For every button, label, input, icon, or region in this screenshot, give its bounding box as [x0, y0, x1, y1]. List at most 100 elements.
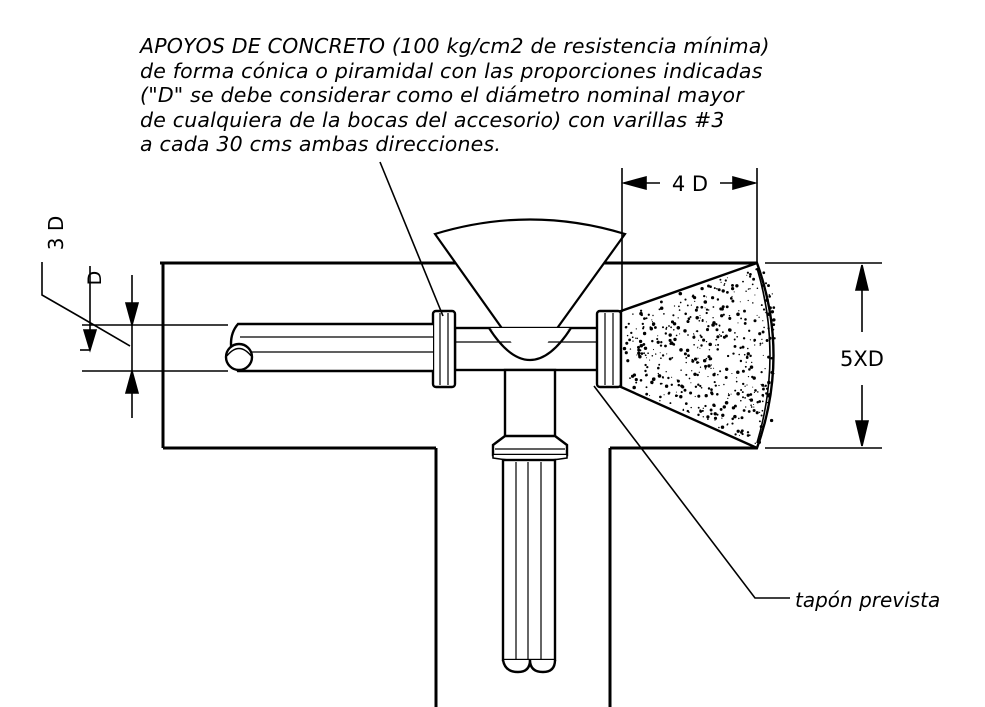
concrete-stipple-dot [707, 364, 711, 368]
concrete-stipple-dot [716, 287, 718, 290]
concrete-stipple-dot [760, 414, 763, 417]
concrete-stipple-dot [646, 374, 649, 376]
concrete-stipple-dot [761, 383, 765, 387]
concrete-stipple-dot [756, 287, 759, 289]
concrete-stipple-dot [744, 318, 747, 321]
concrete-stipple-dot [712, 403, 716, 407]
concrete-stipple-dot [736, 370, 740, 374]
concrete-stipple-dot [705, 311, 708, 315]
concrete-stipple-dot [749, 398, 754, 402]
concrete-stipple-dot [764, 367, 766, 370]
concrete-stipple-dot [692, 295, 697, 300]
callout-label: tapón prevista [795, 588, 940, 612]
concrete-stipple-dot [767, 284, 770, 288]
concrete-stipple-dot [727, 394, 730, 397]
concrete-stipple-dot [726, 424, 728, 426]
concrete-stipple-dot [731, 422, 734, 425]
concrete-stipple-dot [746, 271, 750, 274]
concrete-stipple-dot [699, 317, 701, 319]
concrete-stipple-dot [746, 384, 748, 386]
concrete-stipple-dot [659, 306, 664, 310]
concrete-stipple-dot [660, 357, 662, 360]
concrete-stipple-dot [693, 372, 697, 377]
concrete-stipple-dot [770, 356, 773, 360]
concrete-stipple-dot [718, 384, 720, 387]
concrete-stipple-dot [761, 284, 764, 287]
concrete-stipple-dot [764, 384, 767, 387]
concrete-stipple-dot [707, 418, 709, 421]
concrete-stipple-dot [651, 377, 656, 381]
concrete-stipple-dot [764, 282, 768, 285]
concrete-stipple-dot [749, 393, 753, 396]
concrete-stipple-dot [773, 372, 775, 375]
concrete-stipple-dot [651, 339, 654, 343]
concrete-stipple-dot [731, 372, 733, 375]
concrete-stipple-dot [727, 393, 730, 395]
concrete-stipple-dot [773, 337, 776, 340]
concrete-stipple-dot [685, 348, 690, 353]
concrete-stipple-dot [659, 400, 661, 402]
concrete-stipple-dot [659, 300, 663, 304]
concrete-stipple-dot [713, 367, 715, 369]
concrete-stipple-dot [677, 317, 679, 319]
concrete-stipple-dot [765, 298, 769, 303]
concrete-stipple-dot [752, 386, 754, 388]
concrete-stipple-dot [691, 370, 693, 372]
concrete-stipple-dot [687, 354, 690, 358]
concrete-stipple-dot [661, 354, 665, 357]
concrete-stipple-dot [668, 325, 670, 327]
concrete-stipple-dot [744, 397, 746, 399]
concrete-stipple-dot [715, 338, 718, 341]
concrete-stipple-dot [637, 348, 641, 352]
concrete-stipple-dot [716, 298, 720, 301]
concrete-stipple-dot [760, 304, 763, 307]
concrete-stipple-dot [748, 368, 751, 371]
concrete-stipple-dot [749, 273, 752, 276]
concrete-stipple-dot [730, 286, 735, 291]
concrete-stipple-dot [769, 418, 774, 423]
concrete-stipple-dot [735, 380, 738, 383]
concrete-stipple-dot [763, 326, 765, 329]
concrete-stipple-dot [771, 293, 773, 295]
concrete-stipple-dot [752, 302, 754, 304]
concrete-stipple-dot [742, 280, 744, 283]
concrete-stipple-dot [707, 355, 711, 359]
concrete-stipple-dot [747, 299, 749, 302]
concrete-stipple-dot [710, 412, 713, 416]
concrete-stipple-dot [716, 413, 719, 416]
concrete-stipple-dot [765, 339, 769, 342]
concrete-stipple-dot [628, 338, 631, 342]
concrete-stipple-dot [753, 391, 756, 394]
concrete-stipple-dot [765, 387, 769, 390]
concrete-stipple-dot [768, 295, 771, 298]
bottom-coupling [491, 434, 569, 462]
concrete-stipple-dot [693, 357, 698, 361]
concrete-stipple-dot [721, 417, 723, 419]
concrete-stipple-dot [761, 330, 765, 334]
concrete-stipple-dot [635, 337, 637, 339]
concrete-stipple-dot [754, 344, 756, 346]
concrete-stipple-dot [682, 409, 685, 411]
concrete-stipple-dot [636, 354, 638, 356]
concrete-stipple-dot [757, 268, 760, 271]
concrete-stipple-dot [694, 385, 698, 388]
concrete-stipple-dot [696, 347, 698, 349]
concrete-stipple-dot [734, 332, 736, 334]
dimension-5xd [765, 262, 882, 449]
concrete-stipple-dot [622, 346, 627, 351]
concrete-stipple-dot [726, 277, 728, 279]
concrete-stipple-dot [712, 297, 714, 299]
concrete-stipple-dot [706, 296, 707, 298]
concrete-stipple-dot [727, 397, 729, 400]
concrete-stipple-dot [696, 373, 699, 377]
concrete-stipple-dot [754, 294, 756, 296]
concrete-stipple-dot [667, 376, 670, 380]
concrete-stipple-dot [772, 318, 775, 322]
concrete-stipple-dot [645, 357, 648, 359]
concrete-stipple-dot [636, 337, 639, 340]
concrete-stipple-dot [637, 351, 641, 355]
dimension-3d-label: 3 D [44, 216, 68, 250]
concrete-stipple-dot [695, 315, 699, 320]
concrete-stipple-dot [657, 372, 659, 375]
concrete-stipple-dot [653, 326, 657, 329]
